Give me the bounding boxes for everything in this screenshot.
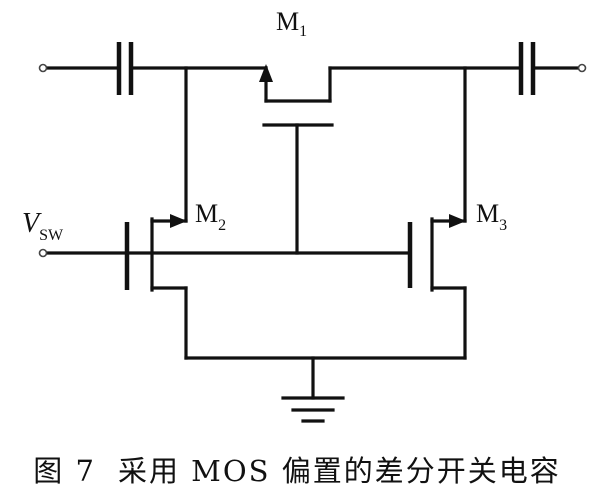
figure-caption: 图 7 采用 MOS 偏置的差分开关电容 — [0, 448, 616, 490]
m1-label: M1 — [276, 7, 307, 40]
vsw-label: VSW — [22, 208, 64, 244]
left-capacitor — [44, 42, 268, 95]
vsw-terminal — [38, 248, 48, 258]
left-terminal — [38, 63, 48, 73]
m1-arrow — [259, 64, 273, 82]
right-capacitor — [328, 42, 580, 95]
m3-arrow — [449, 214, 466, 228]
m1-transistor — [259, 64, 334, 255]
m2-arrow — [170, 214, 187, 228]
m3-transistor — [407, 66, 467, 360]
m2-label: M2 — [195, 199, 226, 234]
figure-number: 图 7 — [33, 454, 96, 488]
m2-transistor — [124, 66, 188, 360]
caption-text: 采用 MOS 偏置的差分开关电容 — [117, 454, 561, 488]
m3-label: M3 — [476, 199, 507, 234]
right-terminal — [577, 63, 587, 73]
ground-icon — [281, 356, 345, 423]
circuit-diagram: M1 M2 M3 VSW — [22, 7, 587, 423]
